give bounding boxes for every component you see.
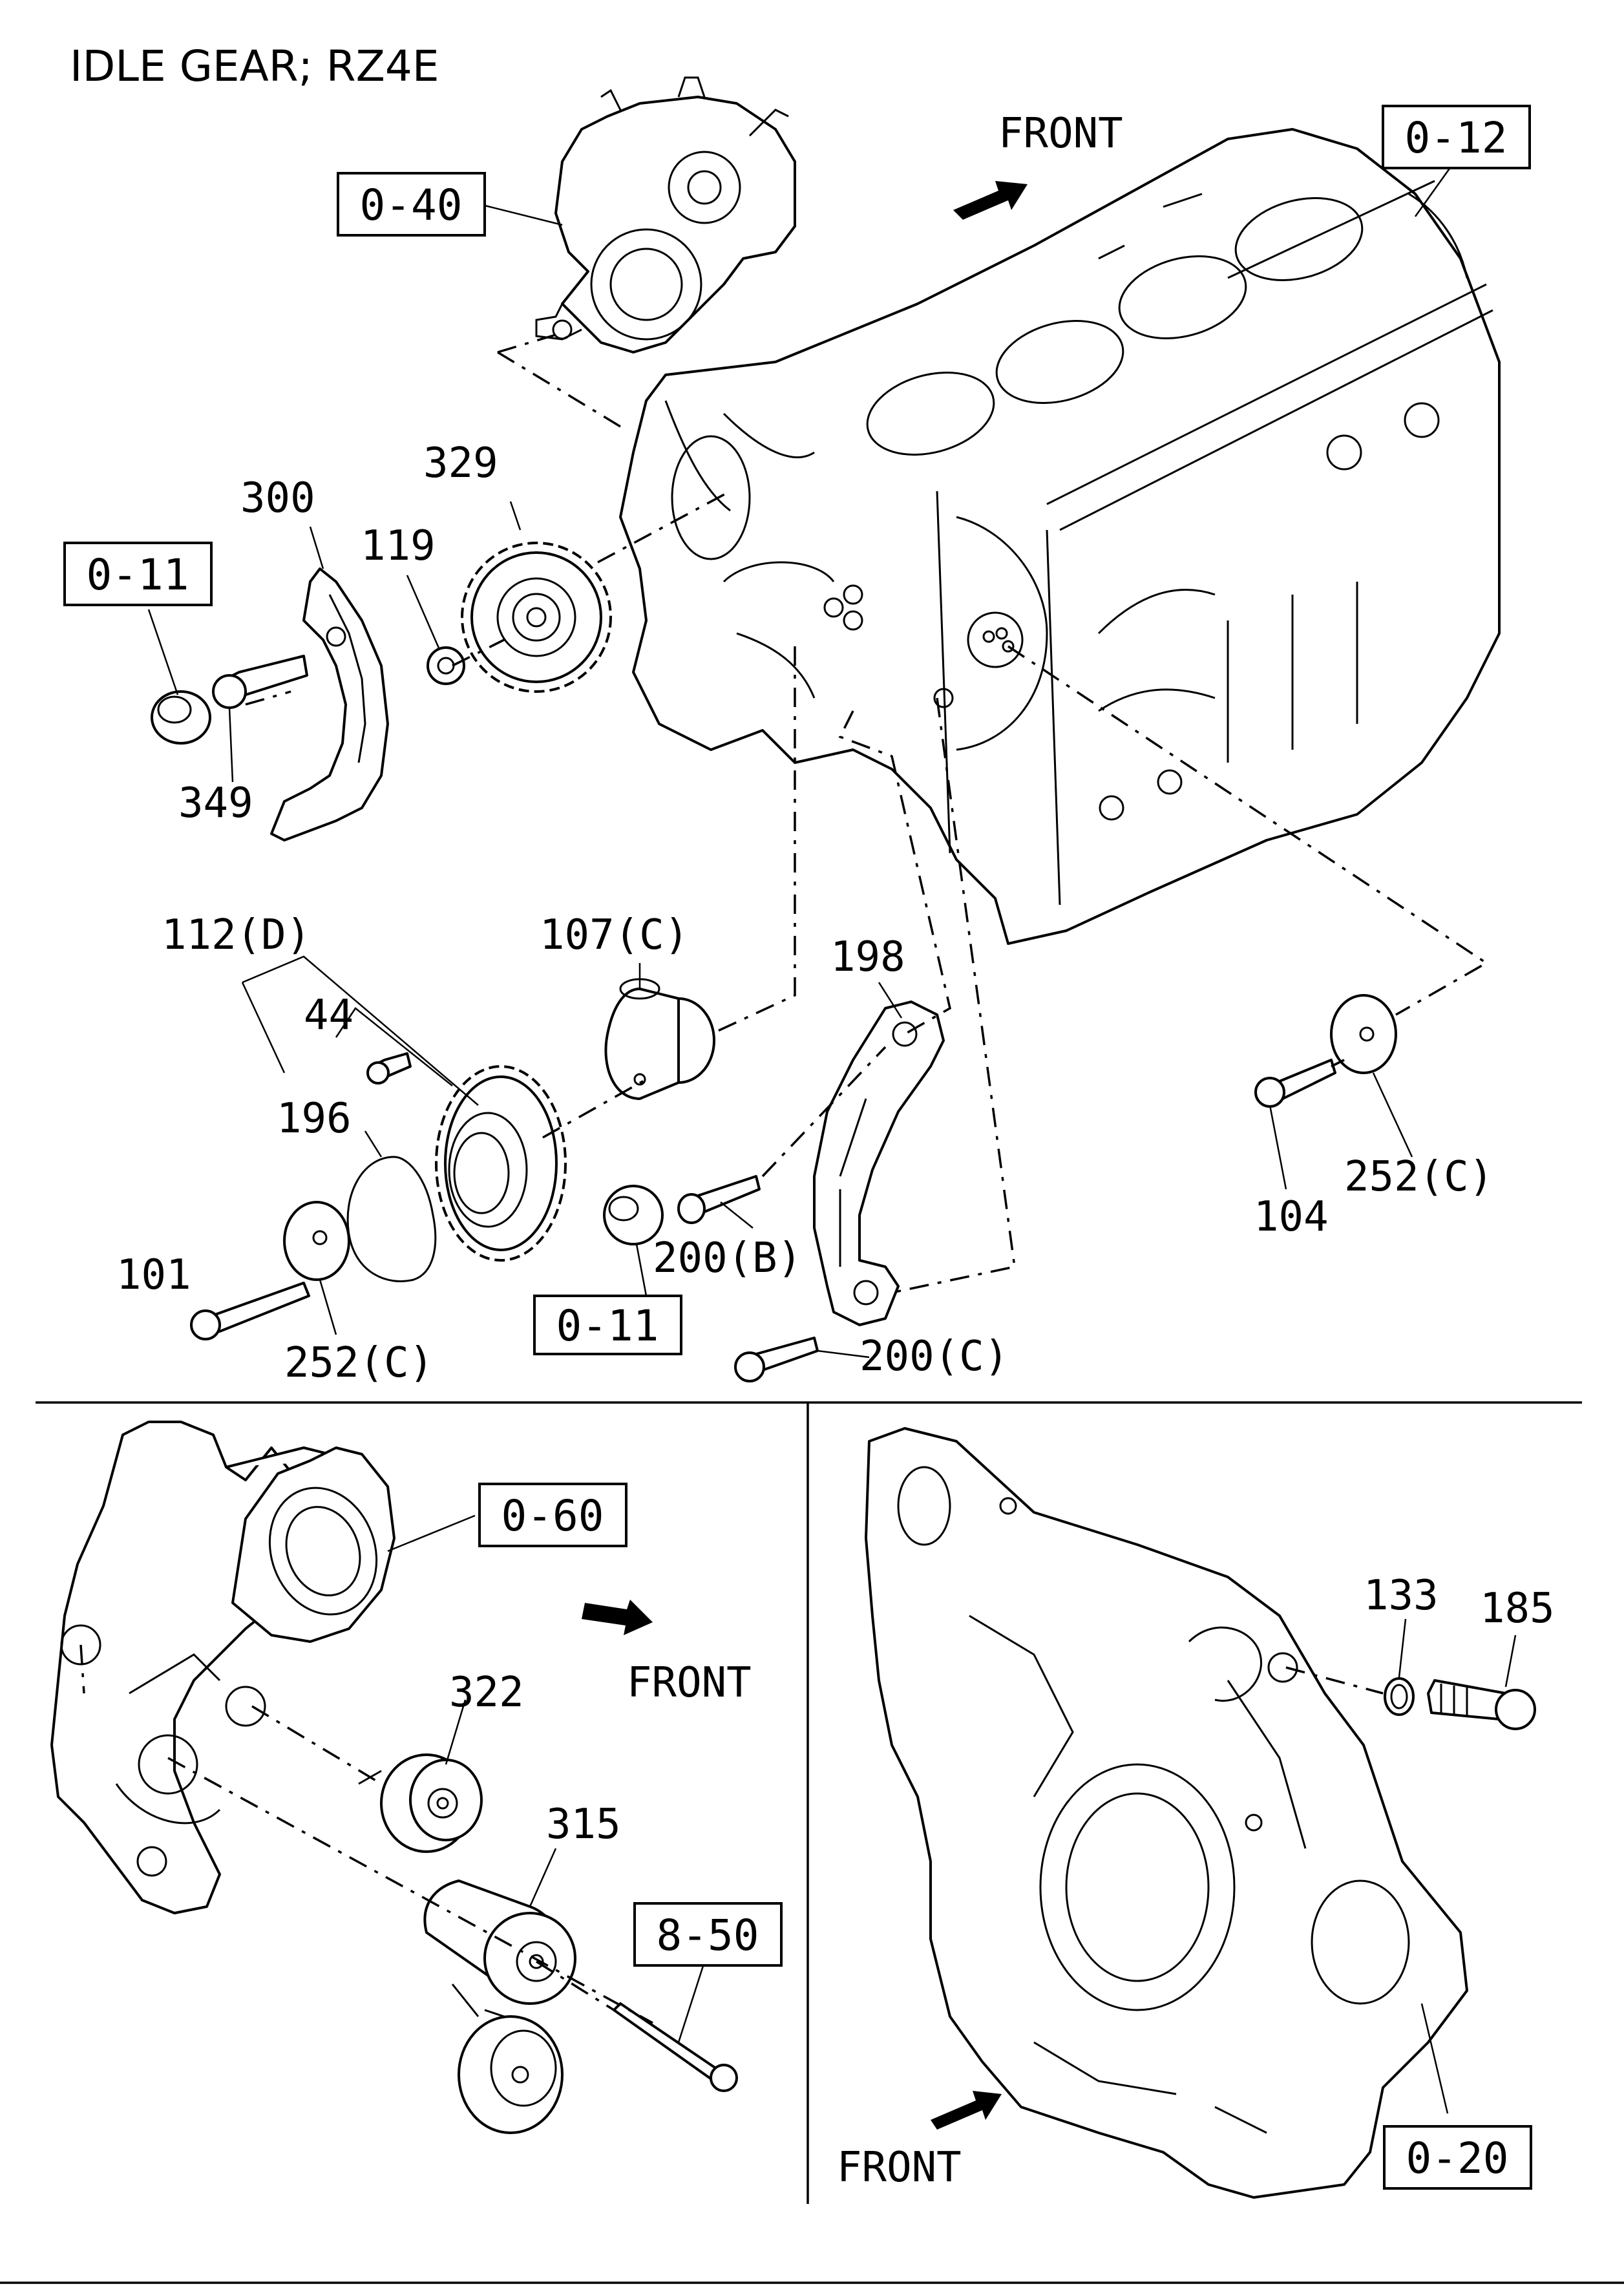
part-label-300: 300 <box>240 474 315 522</box>
part-label-104: 104 <box>1254 1193 1329 1241</box>
part-label-196: 196 <box>277 1095 352 1143</box>
idler-pulley-322 <box>358 1753 483 1853</box>
ref-0-11-bottom-text: 0-11 <box>556 1301 659 1351</box>
chain-guide-300 <box>270 567 389 841</box>
leader-lines-bottom-right <box>1285 1618 1517 2114</box>
ref-box-8-50: 8-50 <box>633 1902 783 1967</box>
idle-gear-329 <box>461 542 612 693</box>
nut-119 <box>427 646 465 685</box>
leader-lines-bottom-left <box>79 1514 709 2043</box>
part-label-198: 198 <box>830 933 905 981</box>
snap-ring-196 <box>346 1156 437 1282</box>
bolt-104 <box>1254 1059 1336 1108</box>
leader-lines-top <box>147 166 1489 1359</box>
ref-8-50-text: 8-50 <box>657 1910 759 1960</box>
plate-252c-right <box>1330 994 1397 1074</box>
fuel-pump <box>535 76 796 354</box>
front-label-top: FRONT <box>998 110 1123 158</box>
ref-0-12-text: 0-12 <box>1405 113 1508 163</box>
bolt-349 <box>212 655 308 709</box>
part-label-200b: 200(B) <box>653 1234 802 1282</box>
cylinder-block <box>619 128 1501 945</box>
ref-0-40-text: 0-40 <box>360 180 463 230</box>
front-arrow-top: FRONT <box>953 110 1123 220</box>
ref-0-11-top-text: 0-11 <box>87 550 189 600</box>
part-label-101: 101 <box>116 1251 191 1299</box>
front-arrow-bottom-left: FRONT <box>582 1600 752 1707</box>
plug-0-11-top <box>151 690 211 745</box>
gear-case <box>865 1427 1468 2199</box>
idle-shaft-107c <box>604 978 715 1100</box>
plug-0-11-bottom <box>603 1185 664 1245</box>
part-label-107c: 107(C) <box>540 911 689 959</box>
chain-guide-198 <box>813 1000 945 1326</box>
part-label-252c-left: 252(C) <box>284 1339 434 1387</box>
part-label-185: 185 <box>1480 1585 1555 1633</box>
ref-box-0-11-top: 0-11 <box>63 542 213 606</box>
part-label-112d: 112(D) <box>162 911 311 959</box>
bolt-200b <box>677 1175 761 1224</box>
bolt-200c <box>734 1337 819 1382</box>
part-label-119: 119 <box>361 522 436 570</box>
front-arrow-bottom-right: FRONT <box>837 2091 1002 2192</box>
bolt-8-50 <box>613 2002 738 2092</box>
part-label-252c-right: 252(C) <box>1344 1153 1493 1201</box>
thrust-plate-252c-left <box>283 1201 350 1281</box>
diagram-title: IDLE GEAR; RZ4E <box>70 41 439 91</box>
ref-box-0-20: 0-20 <box>1383 2125 1532 2190</box>
front-label-bottom-left: FRONT <box>627 1659 752 1707</box>
bolt-44 <box>366 1052 412 1085</box>
ref-box-0-40: 0-40 <box>337 172 486 237</box>
ref-0-20-text: 0-20 <box>1406 2133 1509 2183</box>
part-label-322: 322 <box>449 1669 524 1717</box>
ref-0-60-text: 0-60 <box>501 1491 604 1541</box>
o-ring-133 <box>1384 1677 1415 1716</box>
front-label-bottom-right: FRONT <box>837 2144 962 2192</box>
part-label-349: 349 <box>178 779 253 827</box>
part-label-200c: 200(C) <box>859 1333 1009 1381</box>
ref-box-0-11-bottom: 0-11 <box>533 1295 682 1355</box>
tensioner-315 <box>423 1879 576 2134</box>
part-label-44: 44 <box>304 991 353 1039</box>
part-label-329: 329 <box>423 439 498 487</box>
bolt-101 <box>190 1282 310 1340</box>
ref-box-0-60: 0-60 <box>478 1483 627 1547</box>
part-label-315: 315 <box>546 1801 621 1848</box>
housing-0-60 <box>231 1446 395 1643</box>
plug-bolt-185 <box>1427 1679 1536 1730</box>
ref-box-0-12: 0-12 <box>1382 105 1531 169</box>
part-label-133: 133 <box>1364 1572 1439 1620</box>
idle-gear-112d <box>435 1065 567 1262</box>
